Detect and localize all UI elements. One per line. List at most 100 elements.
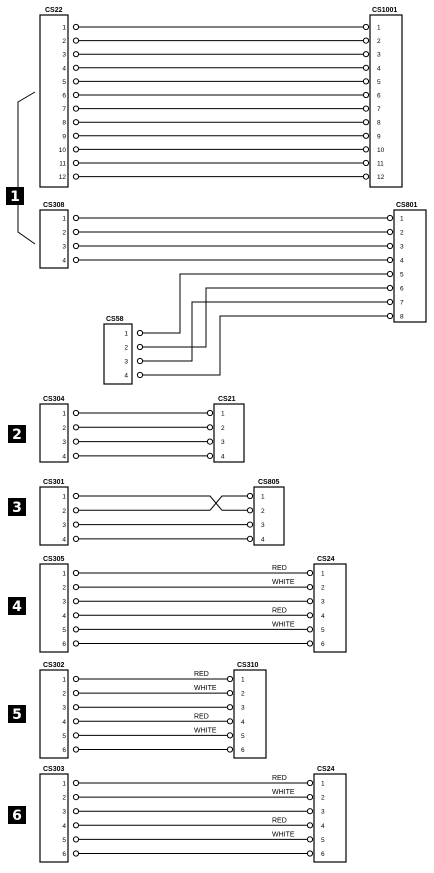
cs22-pin-number: 11: [59, 161, 66, 168]
cs1001-pin: [362, 51, 370, 58]
cs1001-pin-number: 4: [377, 65, 381, 72]
step-4-number: 4: [12, 599, 22, 615]
cs22-pin-number: 1: [62, 25, 66, 32]
cs305-pin: [72, 640, 80, 647]
cs24-pin-number: 5: [321, 627, 325, 634]
cs24-pin: [306, 584, 314, 591]
cs801-pin-number: 3: [400, 244, 404, 251]
cs801-pin: [386, 298, 394, 306]
cs305-pin: [72, 612, 80, 619]
cs22-pin-number: 6: [62, 93, 66, 100]
step-6-marker: [8, 806, 26, 824]
cs303-pin: [72, 850, 80, 857]
wire-crossed: [79, 495, 247, 511]
cs310-pin-number: 2: [241, 691, 245, 698]
step-2-marker: [8, 425, 26, 443]
cs302-pin-number: 5: [62, 733, 66, 740]
step-5-marker: [8, 705, 26, 723]
cs24-pin: [306, 640, 314, 647]
connector-cs305-label: CS305: [43, 556, 65, 563]
cs22-pin: [72, 159, 80, 167]
cs310-pin: [226, 675, 234, 683]
cs801-pin: [386, 228, 394, 236]
cs22-pin: [72, 51, 80, 58]
wire-colour-label: RED: [194, 713, 209, 720]
cs22-pin: [72, 23, 80, 31]
cs310-pin-number: 4: [241, 719, 245, 726]
cs1001-pin-number: 11: [377, 161, 384, 168]
cs305-pin-number: 4: [62, 613, 66, 620]
connector-cs304: [39, 403, 69, 463]
wire-colour-label: RED: [272, 565, 287, 572]
cs301-pin: [72, 535, 80, 543]
connector-cs310-label: CS310: [237, 662, 259, 669]
connector-cs305: [39, 563, 69, 653]
wire-colour-label: WHITE: [272, 579, 295, 586]
cs805-pin-number: 3: [261, 522, 265, 529]
cs24-pin-number: 5: [321, 837, 325, 844]
cs801-pin: [386, 242, 394, 250]
connector-cs303: [39, 773, 69, 863]
connector-cs22: [39, 14, 69, 188]
cs310-pin-number: 5: [241, 733, 245, 740]
cs305-pin-number: 1: [62, 571, 66, 578]
cs1001-pin-number: 10: [377, 147, 385, 154]
cs24-pin: [306, 612, 314, 619]
cs308-pin-number: 1: [62, 216, 66, 223]
cs805-pin: [246, 507, 254, 514]
cs310-pin: [226, 718, 234, 725]
cs24-pin: [306, 850, 314, 857]
cs308-pin-number: 2: [62, 230, 66, 237]
connector-cs24-label: CS24: [317, 556, 335, 563]
cs24-pin-number: 6: [321, 851, 325, 858]
cs301-pin: [72, 521, 80, 528]
step-5-number: 5: [12, 707, 22, 723]
cs302-pin-number: 1: [62, 677, 66, 684]
cs805-pin: [246, 521, 254, 528]
cs310-pin: [226, 704, 234, 711]
cs310-pin-number: 6: [241, 747, 245, 754]
cs305-pin: [72, 569, 80, 577]
cs1001-pin: [362, 91, 370, 99]
cs21-pin-number: 3: [221, 439, 225, 446]
cs801-pin-number: 8: [400, 314, 404, 321]
cs1001-pin-number: 7: [377, 106, 381, 113]
connector-cs805: [253, 486, 285, 546]
cs304-pin-number: 1: [62, 411, 66, 418]
cs805-pin-number: 2: [261, 508, 265, 515]
cs310-pin-number: 1: [241, 677, 245, 684]
cs304-pin: [72, 409, 80, 417]
cs303-pin-number: 5: [62, 837, 66, 844]
step-3-marker: [8, 498, 26, 516]
cs21-pin: [206, 452, 214, 459]
cs22-pin-number: 5: [62, 79, 66, 86]
cs303-pin-number: 2: [62, 795, 66, 802]
cs301-pin: [72, 492, 80, 500]
cs22-pin-number: 9: [62, 133, 66, 140]
cs58-pin: [136, 343, 144, 351]
cs24-pin: [306, 822, 314, 829]
cs24-pin: [306, 779, 314, 787]
cs310-pin: [226, 746, 234, 753]
cs21-pin-number: 1: [221, 411, 225, 418]
cs21-pin: [206, 438, 214, 445]
connector-cs302: [39, 669, 69, 759]
cs22-pin: [72, 173, 80, 180]
group-1-bracket: [17, 91, 36, 245]
cs805-pin-number: 1: [261, 494, 265, 501]
cs801-pin: [386, 214, 394, 222]
cs801-pin-number: 1: [400, 216, 404, 223]
cs805-pin: [246, 535, 254, 543]
cs24-pin-number: 1: [321, 571, 325, 578]
cs24-pin: [306, 569, 314, 577]
cs302-pin: [72, 746, 80, 753]
cs801-pin-number: 7: [400, 300, 404, 307]
cs1001-pin: [362, 159, 370, 167]
cs304-pin-number: 4: [62, 453, 66, 460]
cs305-pin: [72, 598, 80, 605]
cs302-pin-number: 6: [62, 747, 66, 754]
cs22-pin: [72, 64, 80, 71]
cs22-pin: [72, 119, 80, 126]
cs22-pin: [72, 37, 80, 44]
cs308-pin: [72, 214, 80, 222]
